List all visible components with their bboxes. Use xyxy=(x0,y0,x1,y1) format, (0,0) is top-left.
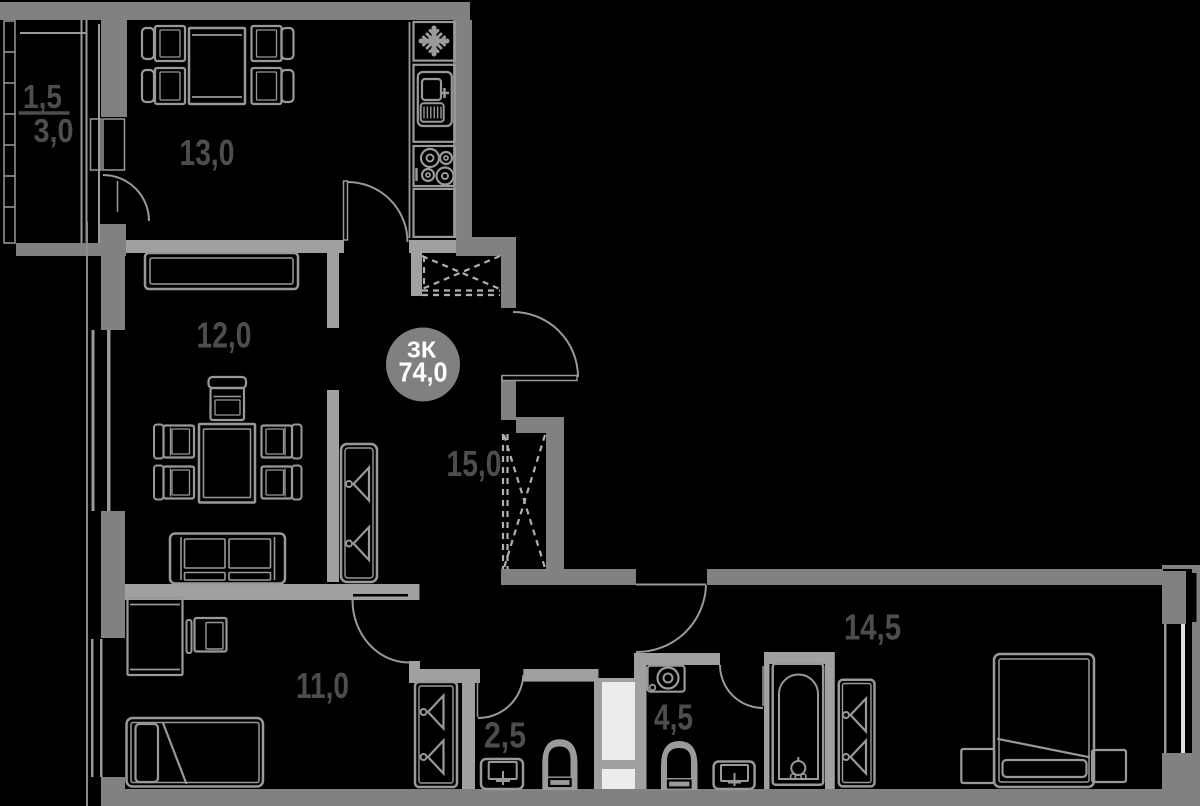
svg-text:1,5: 1,5 xyxy=(23,78,62,115)
svg-text:15,0: 15,0 xyxy=(447,443,502,484)
svg-text:2,5: 2,5 xyxy=(484,715,526,756)
svg-text:3К: 3К xyxy=(407,337,437,363)
svg-text:13,0: 13,0 xyxy=(180,132,235,173)
svg-text:4,5: 4,5 xyxy=(654,697,693,738)
svg-text:3,0: 3,0 xyxy=(34,112,74,149)
svg-text:12,0: 12,0 xyxy=(197,315,252,356)
svg-text:11,0: 11,0 xyxy=(296,665,349,706)
svg-text:14,5: 14,5 xyxy=(844,607,901,648)
svg-text:74,0: 74,0 xyxy=(399,357,448,388)
